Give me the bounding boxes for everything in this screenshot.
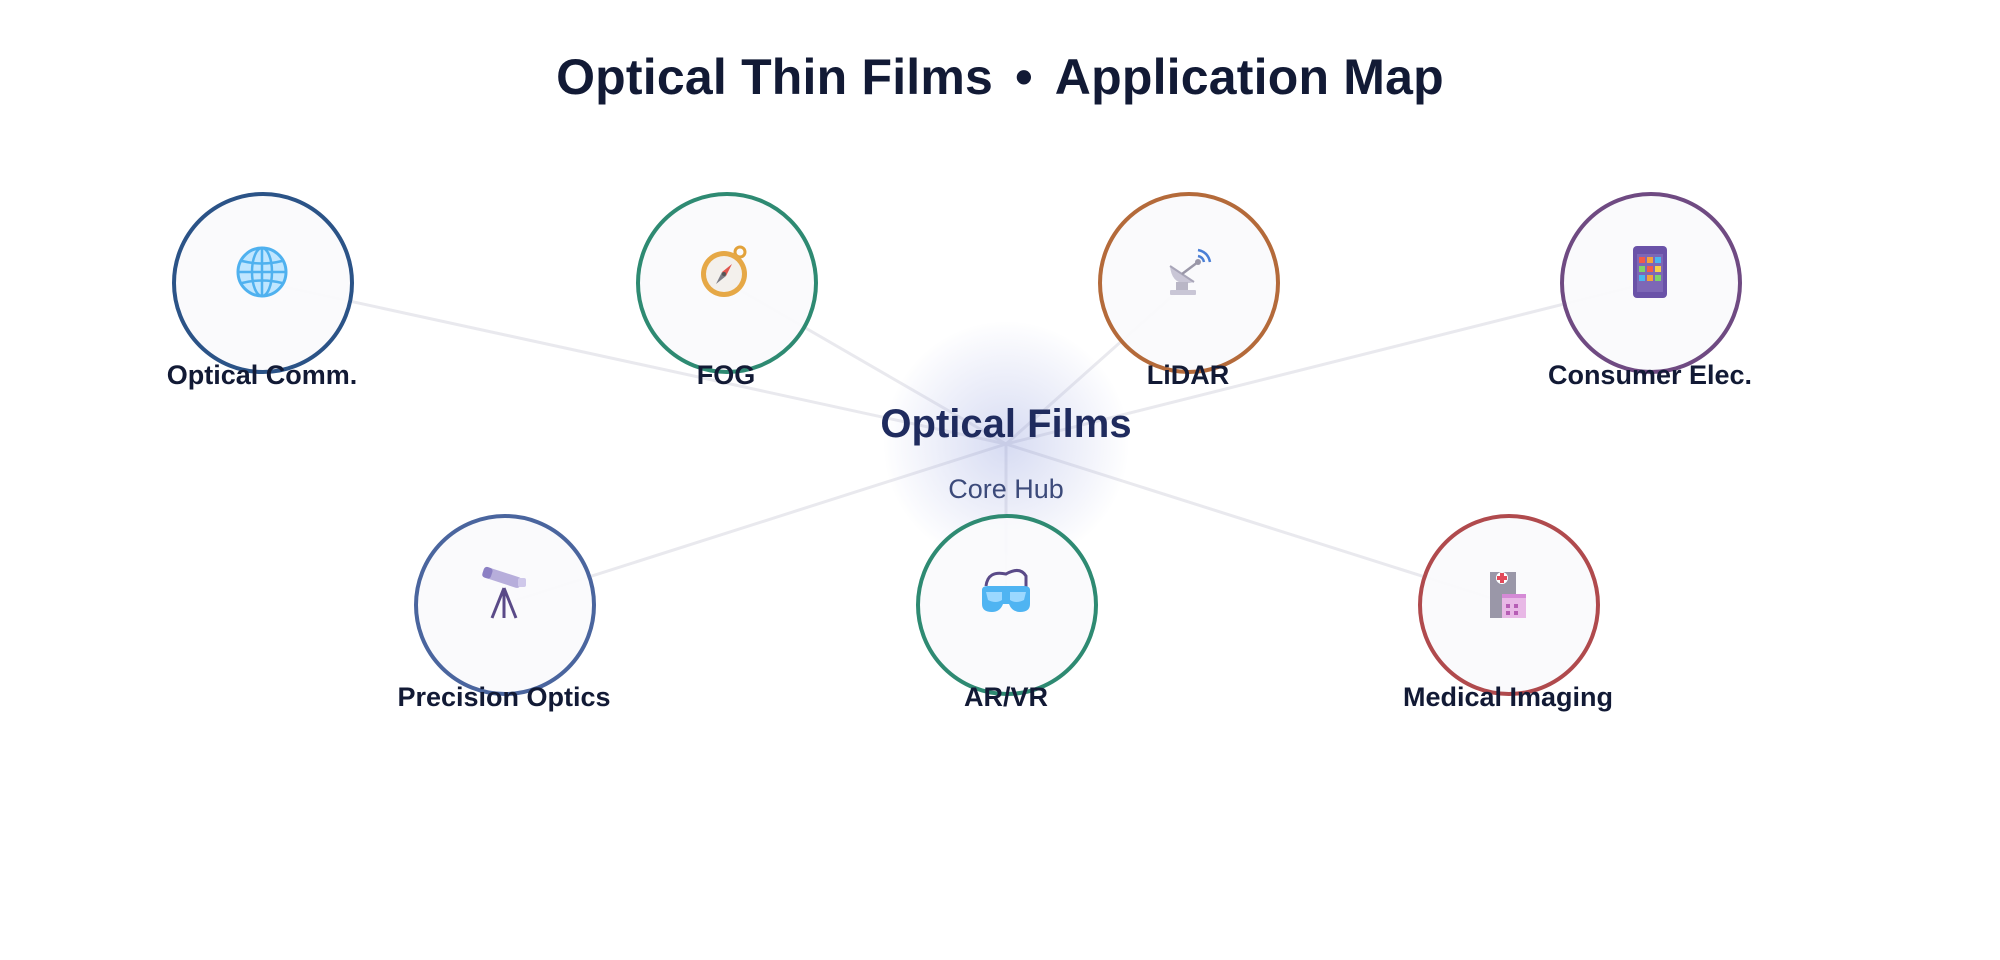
node-label-precision-optics: Precision Optics [397, 682, 611, 712]
telescope-icon [482, 566, 526, 619]
hospital-icon [1490, 572, 1526, 618]
node-label-ar-vr: AR/VR [963, 682, 1048, 712]
title-separator: • [1015, 49, 1033, 105]
globe-icon [236, 246, 288, 298]
link-optical-comm [261, 280, 1007, 446]
link-consumer-elec [1005, 280, 1653, 446]
goggles-icon [982, 569, 1030, 612]
node-label-optical-comm: Optical Comm. [166, 360, 358, 390]
node-optical-comm[interactable] [172, 192, 354, 374]
node-ar-vr[interactable] [916, 514, 1098, 696]
compass-icon [701, 245, 747, 297]
node-label-fog: FOG [696, 360, 756, 390]
smartphone-icon [1633, 246, 1667, 298]
satellite-dish-icon [1169, 248, 1212, 295]
hub-title: Optical Films [880, 402, 1132, 446]
hub-subtitle: Core Hub [948, 474, 1064, 504]
page-title: Optical Thin Films • Application Map [0, 48, 2000, 106]
node-label-consumer-elec: Consumer Elec. [1547, 360, 1753, 390]
title-right: Application Map [1054, 49, 1444, 105]
node-label-medical-imaging: Medical Imaging [1402, 682, 1614, 712]
node-label-lidar: LiDAR [1146, 360, 1230, 390]
title-left: Optical Thin Films [556, 49, 994, 105]
